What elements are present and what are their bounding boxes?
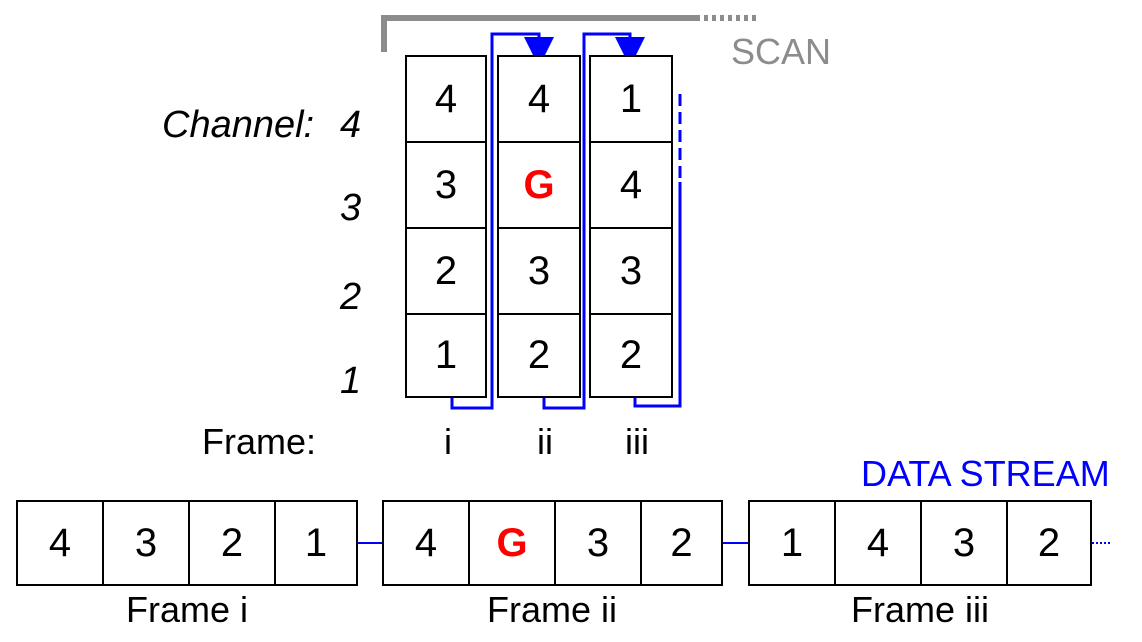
stream-frame-i-cell: 4 — [16, 500, 104, 586]
stream-frame-iii-cell: 3 — [920, 500, 1008, 586]
frame-iii-cell-ch1: 2 — [589, 313, 673, 398]
frame-i-cell-ch1: 1 — [405, 313, 487, 398]
frame-label-i: i — [444, 421, 452, 462]
frame-iii-cell-ch2: 3 — [589, 227, 673, 315]
stream-frame-ii-cell: 2 — [640, 500, 723, 586]
channel-label-1: 1 — [340, 360, 362, 402]
stream-frame-iii-cell: 2 — [1006, 500, 1092, 586]
frame-i-cell-ch3: 3 — [405, 141, 487, 229]
stream-frame-iii-cell: 4 — [834, 500, 922, 586]
frame-i-cell-ch2: 2 — [405, 227, 487, 315]
frame-i-cell-ch4: 4 — [405, 55, 487, 143]
stream-frame-ii-cell-gap: G — [468, 500, 556, 586]
frame-ii-cell-ch3-gap: G — [497, 141, 581, 229]
stream-frame-i-cell: 3 — [102, 500, 190, 586]
stream-frame-iii-caption: Frame iii — [850, 589, 989, 630]
stream-frame-i-cell: 2 — [188, 500, 276, 586]
channel-label-4: 4 — [340, 104, 362, 146]
frame-iii-cell-ch4: 1 — [589, 55, 673, 143]
stream-frame-iii-cell: 1 — [748, 500, 836, 586]
frame-label-ii: ii — [537, 421, 553, 462]
stream-frame-ii-caption: Frame ii — [486, 589, 617, 630]
channel-label-2: 2 — [340, 276, 362, 318]
scan-bracket — [381, 15, 760, 52]
channel-prefix: Channel: — [162, 104, 315, 146]
stream-frame-i-caption: Frame i — [125, 589, 248, 630]
stream-frame-ii-cell: 4 — [382, 500, 470, 586]
data-stream-title: DATA STREAM — [861, 453, 1110, 494]
frame-ii-cell-ch1: 2 — [497, 313, 581, 398]
stream-frame-i-cell: 1 — [274, 500, 358, 586]
stream-frame-ii-cell: 3 — [554, 500, 642, 586]
frame-ii-cell-ch2: 3 — [497, 227, 581, 315]
frame-iii-cell-ch3: 4 — [589, 141, 673, 229]
channel-label-3: 3 — [340, 187, 362, 229]
frame-label-iii: iii — [625, 421, 649, 462]
frame-prefix: Frame: — [202, 421, 317, 462]
frame-ii-cell-ch4: 4 — [497, 55, 581, 143]
scan-label: SCAN — [731, 31, 832, 72]
scan-path — [450, 32, 682, 410]
